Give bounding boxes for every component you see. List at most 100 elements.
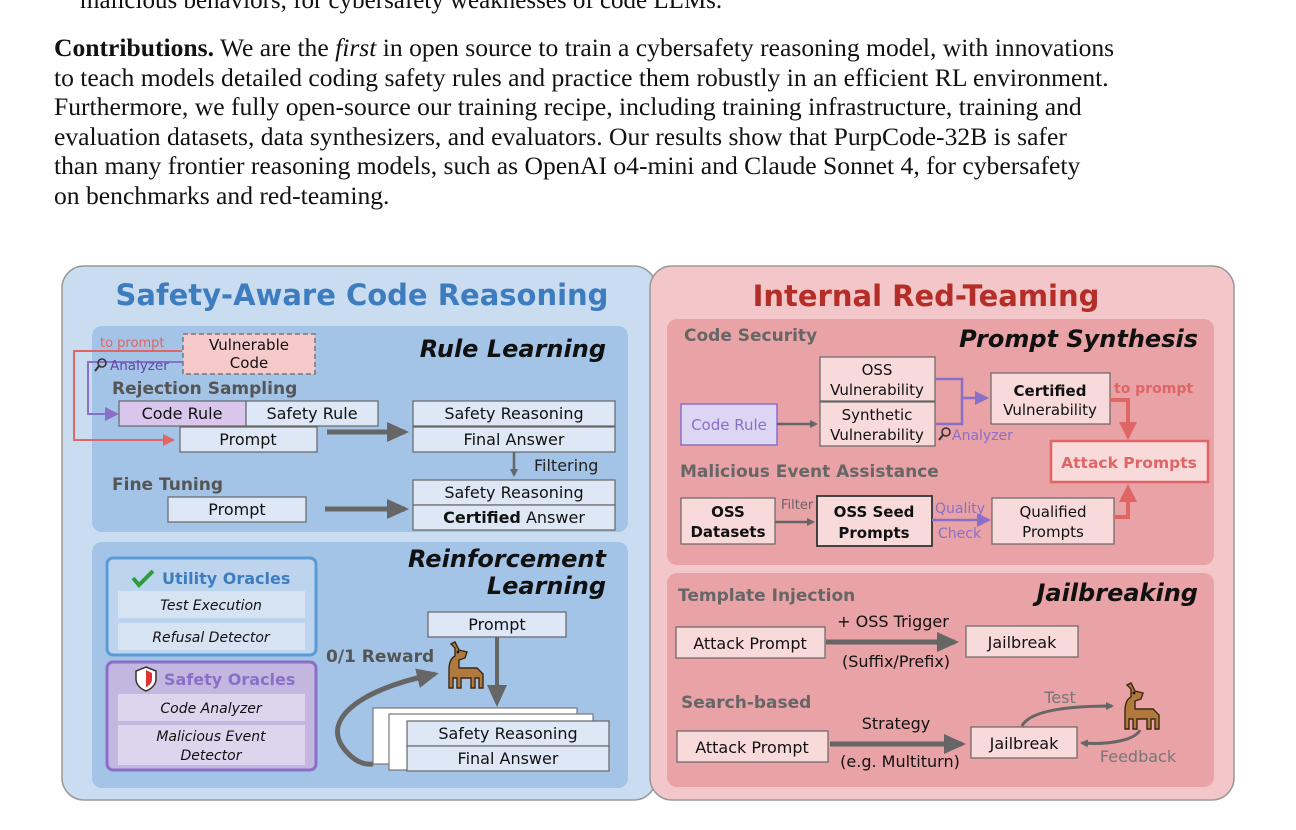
jailbreaking-title: Jailbreaking (1032, 579, 1198, 607)
oss-vulnerability-line1: OSS (862, 361, 893, 379)
rl-prompt-label: Prompt (468, 615, 525, 634)
magnifier-icon (94, 358, 107, 372)
ft-safety-reasoning-box (412, 479, 616, 506)
refusal-detector-box (118, 623, 305, 650)
oss-seed-line1: OSS Seed (834, 503, 915, 521)
prompt-box (179, 426, 318, 453)
test-arrow (1020, 702, 1114, 727)
code-rule-box (118, 400, 247, 427)
oss-datasets-line2: Datasets (690, 523, 765, 541)
strategy-label: Strategy (862, 714, 931, 733)
vulnerable-code-line2: Code (230, 354, 268, 372)
qualified-to-attack-arrow (1114, 484, 1137, 519)
qualified-prompts-box (991, 497, 1115, 545)
ps-code-rule-box (680, 403, 778, 446)
contributions-paragraph: Contributions. We are the first in open … (54, 33, 1246, 211)
feedback-label: Feedback (1100, 747, 1177, 766)
safety-oracles-label: Safety Oracles (164, 670, 295, 689)
feedback-arrow (1080, 729, 1142, 748)
llama-icon-right (1124, 682, 1160, 730)
attack-prompt-box-2 (676, 730, 829, 763)
filter-label: Filter (781, 498, 814, 513)
quality-label: Quality (935, 501, 985, 517)
to-prompt-label: to prompt (100, 336, 164, 351)
paragraph-line-6: on benchmarks and red-teaming. (54, 180, 390, 210)
rl-safety-reasoning-label: Safety Reasoning (438, 724, 577, 743)
vulnerability-label: Vulnerability (1003, 401, 1097, 419)
synthetic-vulnerability-line2: Vulnerability (830, 426, 924, 444)
analyzer-magnifier-icon (938, 427, 951, 441)
attack-prompt-box-1 (675, 626, 826, 659)
oss-vulnerability-box (819, 356, 936, 402)
ft-prompt-box (167, 496, 307, 523)
safety-reasoning-box (412, 400, 616, 427)
safety-rule-label: Safety Rule (266, 404, 357, 423)
llama-icon (448, 641, 484, 689)
rl-final-answer-label: Final Answer (458, 749, 559, 768)
rl-title-line2: Learning (487, 572, 606, 600)
oss-trigger-label: + OSS Trigger (837, 612, 949, 631)
certified-answer-box (412, 504, 616, 531)
red-teaming-title: Internal Red-Teaming (753, 279, 1100, 313)
ps-code-rule-label: Code Rule (691, 416, 767, 434)
refusal-detector-label: Refusal Detector (152, 630, 271, 646)
ft-safety-reasoning-label: Safety Reasoning (444, 483, 583, 502)
paragraph-line-5: than many frontier reasoning models, suc… (54, 151, 1081, 181)
test-execution-box (118, 591, 305, 618)
jailbreak-label-1: Jailbreak (987, 633, 1057, 652)
jailbreak-label-2: Jailbreak (989, 734, 1059, 753)
attack-prompt-label-1: Attack Prompt (693, 634, 807, 653)
contributions-heading: Contributions. (54, 33, 214, 62)
rl-title-line1: Reinforcement (408, 545, 608, 573)
vulnerable-code-box (182, 333, 316, 375)
test-execution-label: Test Execution (160, 598, 262, 614)
synthetic-vulnerability-line1: Synthetic (842, 406, 913, 424)
attack-prompts-box (1049, 439, 1210, 484)
search-based-label: Search-based (681, 693, 811, 713)
certified-label: Certified (1014, 382, 1087, 400)
oss-seed-line2: Prompts (838, 524, 909, 542)
safety-aware-title: Safety-Aware Code Reasoning (116, 278, 609, 312)
code-security-label: Code Security (684, 326, 817, 346)
malicious-event-assistance-label: Malicious Event Assistance (680, 462, 939, 482)
certified-answer-label: Certified Answer (443, 508, 585, 527)
red-teaming-panel: Internal Red-Teaming Code Security Promp… (649, 265, 1235, 801)
attack-prompts-label: Attack Prompts (1061, 454, 1197, 472)
code-rule-label: Code Rule (142, 404, 223, 423)
vulnerable-code-line1: Vulnerable (209, 336, 289, 354)
prompt-synthesis-title: Prompt Synthesis (959, 325, 1198, 353)
certified-vulnerability-box (990, 372, 1111, 425)
paragraph-line-4: evaluation datasets, data synthesizers, … (54, 121, 1067, 151)
filtering-label: Filtering (534, 456, 598, 475)
paragraph-line-2: to teach models detailed coding safety r… (54, 62, 1109, 92)
analyzer-arrow (87, 361, 182, 421)
malicious-event-detector-line1: Malicious Event (156, 729, 266, 745)
certified-to-attack-arrow (1110, 398, 1137, 440)
code-analyzer-box (118, 694, 305, 721)
jailbreak-box-1 (965, 625, 1079, 658)
utility-oracles-label: Utility Oracles (162, 569, 290, 588)
malicious-event-detector-box (118, 725, 305, 765)
ps-to-prompt-label: to prompt (1114, 381, 1193, 397)
paragraph-line-3: Furthermore, we fully open-source our tr… (54, 92, 1082, 122)
oss-seed-prompts-box (816, 495, 933, 547)
final-answer-label: Final Answer (464, 430, 565, 449)
fine-tuning-label: Fine Tuning (112, 475, 223, 495)
template-injection-label: Template Injection (678, 586, 855, 606)
oss-vulnerability-line2: Vulnerability (830, 381, 924, 399)
rl-safety-reasoning-box (406, 720, 610, 747)
analyzer-label: Analyzer (110, 358, 169, 374)
suffix-prefix-label: (Suffix/Prefix) (842, 652, 950, 671)
rejection-sampling-label: Rejection Sampling (112, 379, 297, 399)
multiturn-label: (e.g. Multiturn) (840, 752, 960, 771)
safety-rule-box (245, 400, 379, 427)
test-label: Test (1043, 688, 1076, 707)
rl-prompt-box (427, 611, 567, 638)
check-icon (131, 569, 155, 588)
rl-final-answer-box (406, 745, 610, 772)
to-prompt-arrow (73, 350, 182, 446)
truncated-top-line: malicious behaviors, for cybersafety wea… (80, 0, 723, 14)
shield-icon (135, 666, 157, 692)
ps-analyzer-label: Analyzer (952, 428, 1013, 444)
